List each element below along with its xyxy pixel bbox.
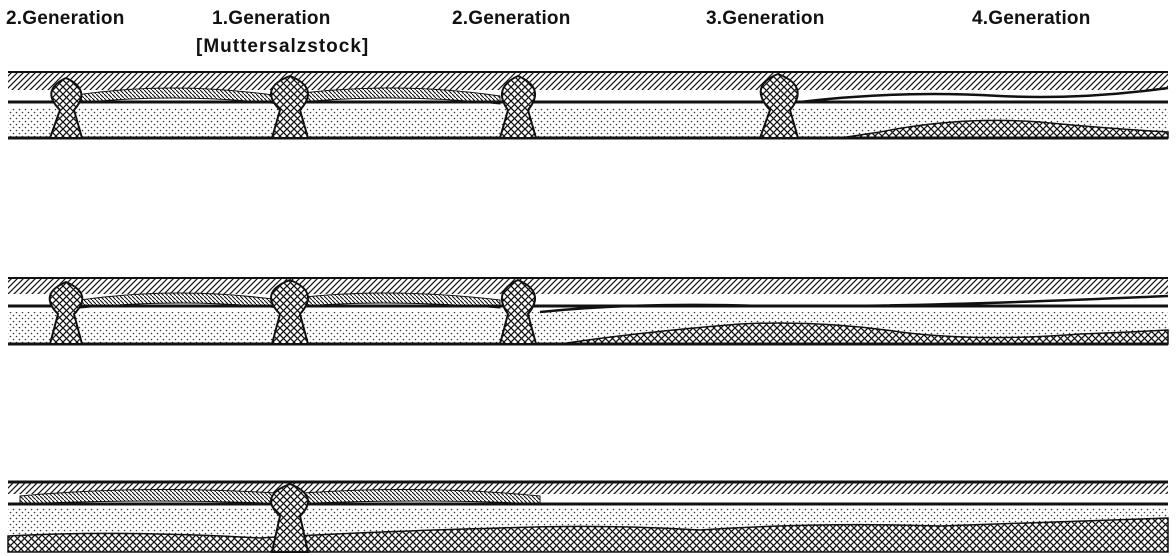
salt-diapir-gen2-right [500, 76, 536, 138]
cross-section-stage-2 [0, 272, 1176, 356]
cross-section-stage-3 [0, 472, 1176, 556]
generation-label-3: 3.Generation [706, 8, 825, 30]
layer-line [800, 88, 1168, 102]
generation-label-1: 1.Generation [212, 8, 331, 30]
overburden-hatch [8, 278, 1168, 294]
cross-section-stage-1 [0, 66, 1176, 150]
generation-label-2-left: 2.Generation [6, 8, 125, 30]
layer-line [540, 296, 1168, 312]
generation-label-4: 4.Generation [972, 8, 1091, 30]
muttersalzstock-label: [Muttersalzstock] [196, 36, 369, 58]
overburden-hatch [8, 72, 1168, 90]
salt-diapir-gen1 [271, 76, 308, 138]
salt-diapir-gen3 [760, 74, 798, 138]
generation-label-2-right: 2.Generation [452, 8, 571, 30]
